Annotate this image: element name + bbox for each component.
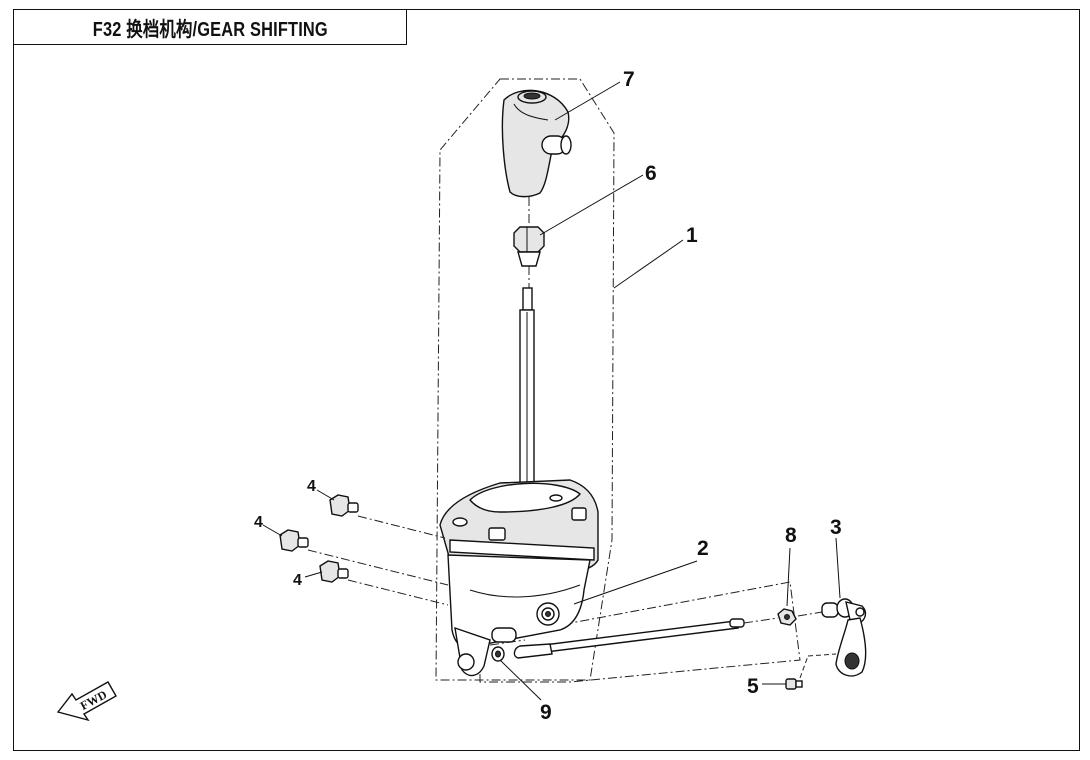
shift-nut bbox=[513, 226, 545, 267]
callout-4a: 4 bbox=[307, 478, 316, 495]
callout-4b: 4 bbox=[254, 514, 263, 531]
bolt-middle bbox=[279, 529, 309, 552]
shifter-housing bbox=[439, 479, 599, 677]
small-screw bbox=[785, 653, 837, 690]
linkage-rod bbox=[489, 617, 779, 659]
bolt-lower bbox=[319, 560, 349, 583]
shift-arm bbox=[797, 598, 867, 677]
callout-1: 1 bbox=[686, 224, 698, 247]
washer bbox=[491, 646, 505, 662]
drawing-frame bbox=[13, 9, 1080, 751]
callout-5: 5 bbox=[747, 675, 759, 698]
assembly-2-boundary bbox=[479, 581, 801, 683]
fwd-arrow-icon: FWD bbox=[56, 681, 117, 722]
callout-2: 2 bbox=[697, 537, 709, 560]
bolt-upper bbox=[329, 494, 359, 517]
callout-9: 9 bbox=[540, 701, 552, 724]
shift-knob bbox=[501, 89, 572, 198]
page-title: F32 换档机构/GEAR SHIFTING bbox=[92, 18, 328, 41]
callout-8: 8 bbox=[785, 524, 797, 547]
assembly-1-boundary bbox=[435, 78, 615, 681]
callout-7: 7 bbox=[623, 68, 635, 91]
title-box: F32 换档机构/GEAR SHIFTING bbox=[13, 9, 407, 45]
callout-6: 6 bbox=[645, 162, 657, 185]
linkage-nut bbox=[777, 608, 797, 626]
callout-3: 3 bbox=[830, 516, 842, 539]
shift-rod bbox=[519, 197, 535, 496]
callout-4c: 4 bbox=[293, 572, 302, 589]
